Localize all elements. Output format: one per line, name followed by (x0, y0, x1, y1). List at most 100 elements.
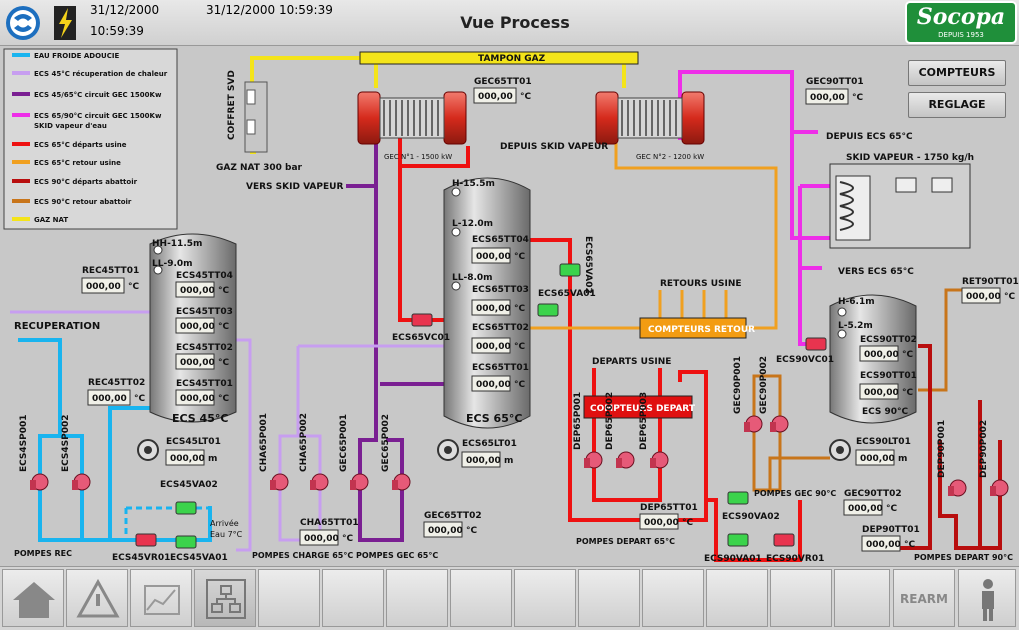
pump-tag: ECS4SP002 (61, 414, 71, 472)
nav-slot-12[interactable] (706, 569, 768, 627)
pump-base (72, 480, 78, 490)
compteurs-depart-button[interactable]: COMPTEURS DEPART (583, 395, 696, 419)
level-h155: H-15.5m (452, 179, 495, 189)
instrument-unit: °C (128, 282, 140, 292)
pump-gec65p002[interactable]: GEC65P002 (381, 414, 411, 491)
instrument-tag: ECS90LT01 (856, 437, 911, 447)
legend-item: GAZ NAT (34, 216, 68, 224)
level-l120: L-12.0m (452, 219, 493, 229)
valve-ecs90va01[interactable]: ECS90VA01 (704, 533, 762, 564)
instrument-unit: °C (514, 252, 526, 262)
gear-icon[interactable] (137, 439, 159, 461)
instrument-value: 000,00 (92, 394, 127, 404)
valve-icon (805, 337, 827, 351)
compteurs-depart-label: COMPTEURS DEPART (590, 404, 696, 414)
nav-slot-11[interactable] (642, 569, 704, 627)
valve-ecs45va01[interactable]: ECS45VA01 (170, 535, 228, 563)
instrument-value: 000,00 (428, 526, 463, 536)
nav-slot-13[interactable] (770, 569, 832, 627)
level-l52: L-5.2m (838, 321, 873, 331)
pump-cha65p001[interactable]: CHA65P001 (259, 413, 289, 491)
reglage-button[interactable]: REGLAGE (908, 92, 1006, 118)
home-button[interactable] (2, 569, 64, 627)
valve-ecs65va01[interactable]: ECS65VA01 (537, 289, 596, 317)
instrument-unit: °C (218, 322, 230, 332)
pump-base (650, 458, 656, 468)
compteurs-button[interactable]: COMPTEURS (908, 60, 1006, 86)
instrument-value: 000,00 (180, 394, 215, 404)
trend-button[interactable] (130, 569, 192, 627)
instrument-unit: m (898, 454, 907, 464)
instrument-tag: ECS65TT04 (472, 235, 529, 245)
tampon-gaz-label: TAMPON GAZ (478, 54, 546, 64)
value-box (175, 317, 215, 334)
instrument-tag: ECS90TT02 (860, 335, 917, 345)
valve-ecs90vc01[interactable]: ECS90VC01 (776, 337, 834, 365)
value-box (471, 337, 511, 354)
instrument-tag: CHA65TT01 (300, 518, 359, 528)
coffret-svd-label: COFFRET SVD (227, 70, 237, 140)
alarm-icon (76, 578, 120, 618)
pump-base (584, 458, 590, 468)
instrument-unit: °C (886, 504, 898, 514)
legend-item: ECS 65/90°C circuit GEC 1500Kw (34, 112, 162, 120)
value-box (961, 287, 1001, 304)
pump-tag: DEP65P002 (605, 392, 615, 450)
compteurs-retour-label: COMPTEURS RETOUR (648, 325, 755, 335)
nav-slot-9[interactable] (514, 569, 576, 627)
pump-dep65p003[interactable]: DEP65P003 (639, 392, 669, 469)
pump-base (392, 480, 398, 490)
pump-ecs4sp001[interactable]: ECS4SP001 (19, 414, 49, 491)
valve-ecs45vr01[interactable]: ECS45VR01 (112, 533, 170, 563)
pump-cha65p002[interactable]: CHA65P002 (299, 413, 329, 491)
process-button[interactable] (194, 569, 256, 627)
valve-ecs90va02[interactable]: ECS90VA02 (722, 491, 780, 522)
valve-tag: ECS90VA01 (704, 554, 762, 564)
legend-item: EAU FROIDE ADOUCIE (34, 52, 119, 60)
compteurs-retour-button[interactable]: COMPTEURS RETOUR (639, 317, 755, 339)
valve-ecs90vr01[interactable]: ECS90VR01 (766, 533, 824, 564)
nav-slot-5[interactable] (258, 569, 320, 627)
pump-gec90p001[interactable]: GEC90P001 (733, 356, 763, 433)
pump-ecs4sp002[interactable]: ECS4SP002 (61, 414, 91, 491)
pump-tag: ECS4SP001 (19, 414, 29, 472)
nav-slot-6[interactable] (322, 569, 384, 627)
instrument-value: 000,00 (478, 92, 513, 102)
pump-dep65p001[interactable]: DEP65P001 (573, 392, 603, 469)
alarm-button[interactable] (66, 569, 128, 627)
gear-icon[interactable] (829, 439, 851, 461)
nav-slot-8[interactable] (450, 569, 512, 627)
valve-tag: ECS65VA01 (538, 289, 596, 299)
page-title: Vue Process (460, 13, 570, 32)
gec1-exchanger (357, 91, 467, 145)
pump-gec90p002[interactable]: GEC90P002 (759, 356, 789, 433)
nav-slot-10[interactable] (578, 569, 640, 627)
instrument-tag: REC45TT01 (82, 266, 139, 276)
pompes-gec90-label: POMPES GEC 90°C (754, 489, 836, 498)
legend-item: ECS 90°C départs abattoir (34, 178, 138, 186)
pump-dep90p002[interactable]: DEP90P002 (979, 420, 1009, 497)
nav-slot-14[interactable] (834, 569, 890, 627)
pump-dep90p001[interactable]: DEP90P001 (937, 420, 967, 497)
operator-button[interactable] (958, 569, 1016, 627)
rearm-button[interactable]: REARM (893, 569, 955, 627)
valve-ecs65va02[interactable]: ECS65VA02 (559, 236, 593, 294)
value-box (423, 521, 463, 538)
valve-ecs65vc01[interactable]: ECS65VC01 (392, 313, 450, 343)
pump-gec65p001[interactable]: GEC65P001 (339, 414, 369, 491)
header-datetime: 31/12/2000 10:59:39 (206, 3, 333, 17)
pump-dep65p002[interactable]: DEP65P002 (605, 392, 635, 469)
instrument-value: 000,00 (644, 518, 679, 528)
instrument-tag: GEC65TT02 (424, 511, 482, 521)
valve-ecs45va02[interactable]: ECS45VA02 (160, 480, 218, 515)
valve-icon (175, 501, 197, 515)
gear-icon[interactable] (437, 439, 459, 461)
nav-slot-7[interactable] (386, 569, 448, 627)
valve-icon (175, 535, 197, 549)
